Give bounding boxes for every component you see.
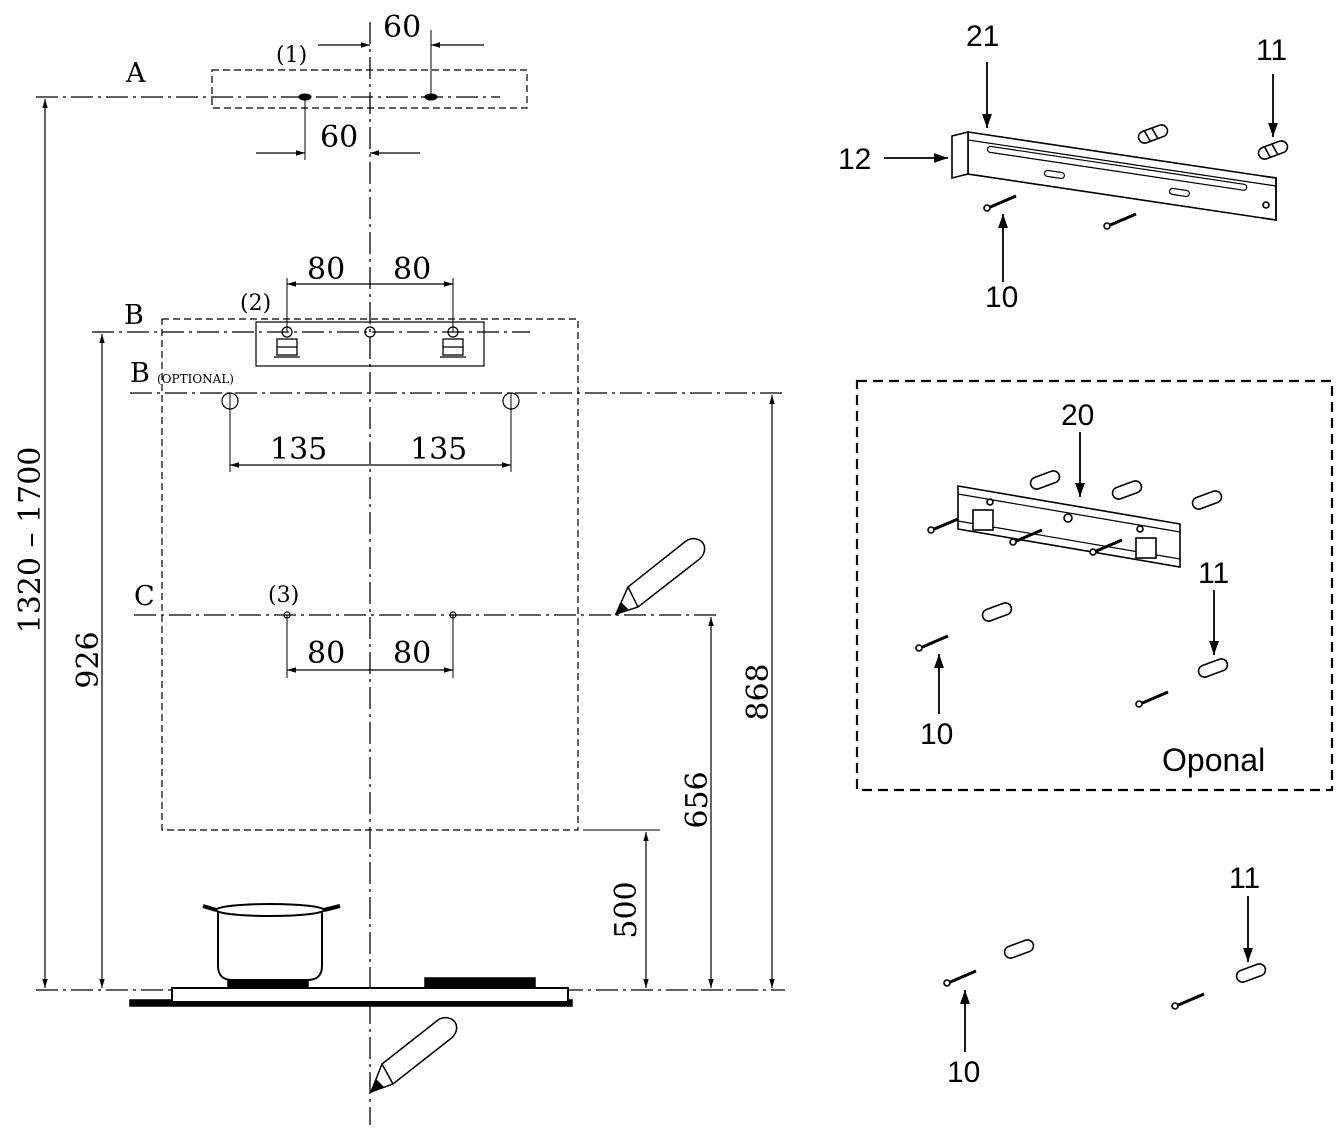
bracket-21 bbox=[967, 131, 1277, 221]
dim-868-label: 868 bbox=[741, 663, 776, 720]
part-10-label-top: 10 bbox=[985, 281, 1018, 314]
hood-outline bbox=[161, 318, 579, 831]
dim-total-height: 1320 – 1700 bbox=[13, 447, 48, 634]
bottom-fixing-set bbox=[943, 896, 1267, 1052]
marker-1: (1) bbox=[276, 43, 307, 68]
top-bracket-set bbox=[884, 62, 1289, 282]
marker-2: (2) bbox=[240, 291, 271, 316]
label-line-a: A bbox=[125, 58, 146, 89]
part-11-label-top: 11 bbox=[1256, 34, 1287, 67]
dim-bopt-right: 135 bbox=[410, 432, 467, 467]
bracket-a-outline bbox=[211, 69, 528, 109]
dim-c-left: 80 bbox=[307, 636, 345, 671]
dim-a-top: 60 bbox=[383, 10, 421, 45]
anchor-11b bbox=[1257, 140, 1289, 160]
dim-c-right: 80 bbox=[393, 636, 431, 671]
marker-3: (3) bbox=[268, 583, 299, 608]
optional-bracket-set bbox=[915, 432, 1229, 714]
bracket-b bbox=[255, 321, 485, 367]
anchor-11a bbox=[1137, 124, 1169, 144]
pencil-icon-bottom bbox=[369, 1017, 458, 1094]
bracket-20 bbox=[957, 485, 1181, 568]
part-10-label-bottom: 10 bbox=[947, 1056, 980, 1089]
part-11-label-bottom: 11 bbox=[1229, 862, 1260, 895]
cooktop bbox=[129, 977, 573, 1007]
pencil-icon bbox=[614, 538, 706, 616]
hook-right bbox=[440, 338, 466, 358]
hook-left bbox=[274, 338, 300, 358]
dim-b-right: 80 bbox=[393, 252, 431, 287]
label-line-b-optional: B bbox=[130, 358, 150, 389]
part-11-label-optional: 11 bbox=[1198, 557, 1229, 590]
left-diagram bbox=[36, 22, 785, 1125]
dim-926-label: 926 bbox=[71, 631, 106, 688]
part-12-label: 12 bbox=[838, 143, 871, 176]
part-20-label: 20 bbox=[1061, 399, 1094, 432]
screw-10b bbox=[1103, 212, 1137, 230]
optional-box bbox=[855, 379, 1334, 792]
dim-656-label: 656 bbox=[680, 771, 715, 828]
label-line-c: C bbox=[134, 581, 155, 612]
label-optional-note: (OPTIONAL) bbox=[157, 372, 234, 386]
screw-10a bbox=[983, 194, 1017, 212]
label-line-b: B bbox=[124, 300, 144, 331]
pot-icon bbox=[202, 903, 341, 981]
dim-b-left: 80 bbox=[307, 252, 345, 287]
part-21-label: 21 bbox=[966, 20, 999, 53]
dim-a-bottom: 60 bbox=[320, 120, 358, 155]
part-10-label-optional: 10 bbox=[920, 718, 953, 751]
optional-label: Oponal bbox=[1162, 742, 1265, 778]
dim-500-label: 500 bbox=[609, 881, 644, 938]
dim-bopt-left: 135 bbox=[270, 432, 327, 467]
